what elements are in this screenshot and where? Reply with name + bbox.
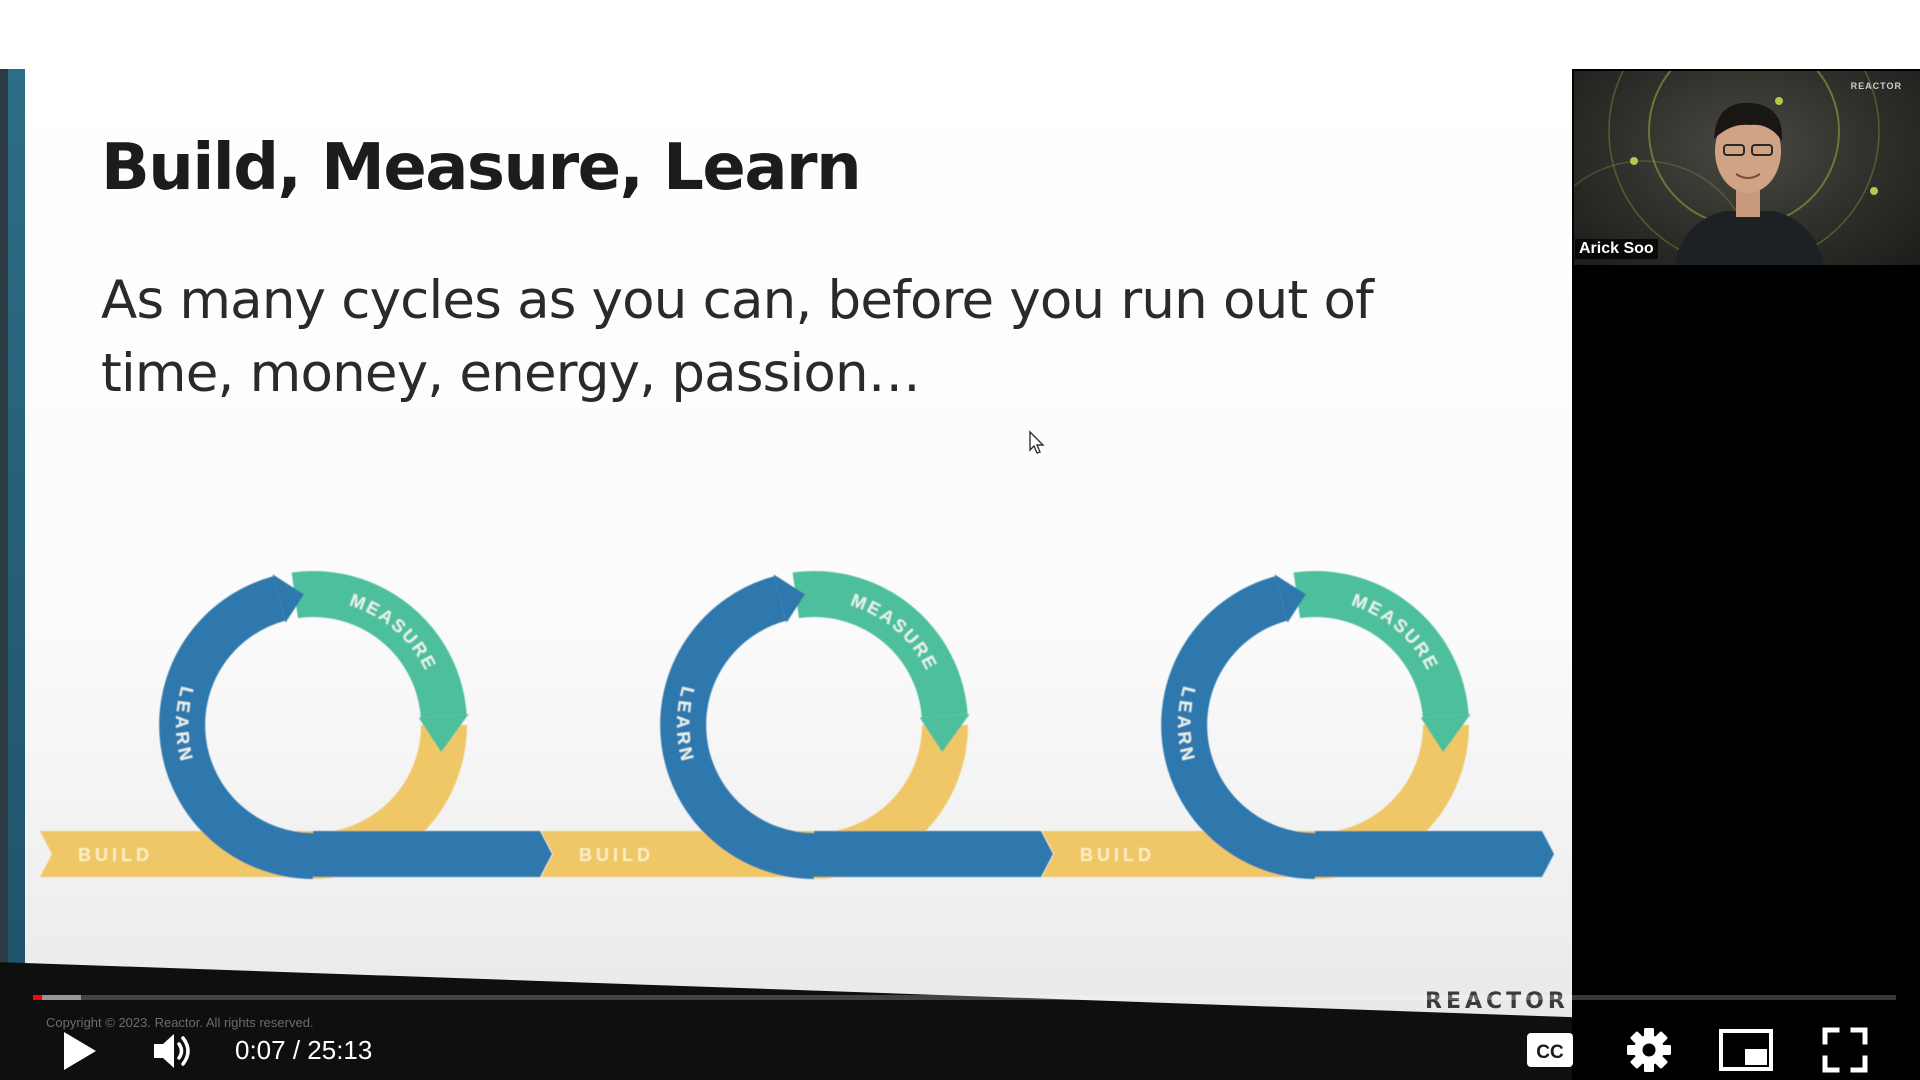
slide-copyright: Copyright © 2023. Reactor. All rights re… <box>46 1015 314 1030</box>
progress-buffered <box>33 995 82 1000</box>
slide-accent-stripe-teal <box>8 69 25 1080</box>
presenter-avatar <box>1674 102 1824 265</box>
measure-arc <box>1293 571 1469 719</box>
learn-bar <box>313 831 552 877</box>
slide-subtitle: As many cycles as you can, before you ru… <box>101 270 1374 404</box>
presenter-webcam: REACTOR Arick Soo <box>1574 71 1920 265</box>
miniplayer-button[interactable] <box>1718 1028 1774 1072</box>
learn-arrowhead <box>272 574 304 623</box>
reactor-logo: REACTOR <box>1425 989 1569 1014</box>
learn-arrowhead <box>1274 574 1306 623</box>
time-display: 0:07 / 25:13 <box>235 1035 373 1065</box>
build-label: BUILD <box>78 845 153 865</box>
learn-arc <box>1161 576 1316 879</box>
measure-arrowhead <box>919 714 970 753</box>
progress-bar[interactable] <box>33 995 1896 1000</box>
learn-arc <box>159 576 314 879</box>
build-measure-learn-diagram: MEASURELEARNBUILDMEASURELEARNBUILDMEASUR… <box>40 571 1554 879</box>
build-label: BUILD <box>1080 845 1155 865</box>
slide-title: Build, Measure, Learn <box>101 131 862 205</box>
learn-arc <box>660 576 815 879</box>
presentation-slide: Build, Measure, Learn As many cycles as … <box>0 69 1572 1080</box>
learn-label: LEARN <box>172 685 197 766</box>
volume-icon <box>154 1034 190 1068</box>
measure-arc <box>792 571 968 719</box>
learn-arrowhead <box>773 574 805 623</box>
captions-button[interactable]: CC <box>1525 1031 1575 1069</box>
learn-label: LEARN <box>1174 685 1199 766</box>
play-button[interactable] <box>56 1026 104 1076</box>
webcam-reactor-logo: REACTOR <box>1850 81 1902 91</box>
gear-icon <box>1627 1028 1671 1072</box>
settings-button[interactable] <box>1624 1025 1674 1075</box>
captions-icon: CC <box>1527 1033 1573 1067</box>
video-player[interactable]: Build, Measure, Learn As many cycles as … <box>0 69 1920 1080</box>
measure-arrowhead <box>418 714 469 753</box>
page-top-margin <box>0 0 1920 69</box>
play-icon <box>64 1032 96 1070</box>
fullscreen-icon <box>1822 1027 1868 1073</box>
learn-bar <box>814 831 1053 877</box>
learn-bar <box>1315 831 1554 877</box>
mouse-cursor-icon <box>1029 430 1045 454</box>
learn-label: LEARN <box>673 685 698 766</box>
build-label: BUILD <box>579 845 654 865</box>
presenter-name-label: Arick Soo <box>1575 239 1658 259</box>
progress-played <box>33 995 42 1000</box>
volume-button[interactable] <box>150 1027 198 1075</box>
fullscreen-button[interactable] <box>1821 1026 1869 1074</box>
measure-arrowhead <box>1420 714 1471 753</box>
miniplayer-icon <box>1719 1029 1773 1071</box>
captions-label: CC <box>1536 1042 1564 1063</box>
measure-arc <box>291 571 467 719</box>
slide-accent-stripe-dark <box>0 69 8 1080</box>
